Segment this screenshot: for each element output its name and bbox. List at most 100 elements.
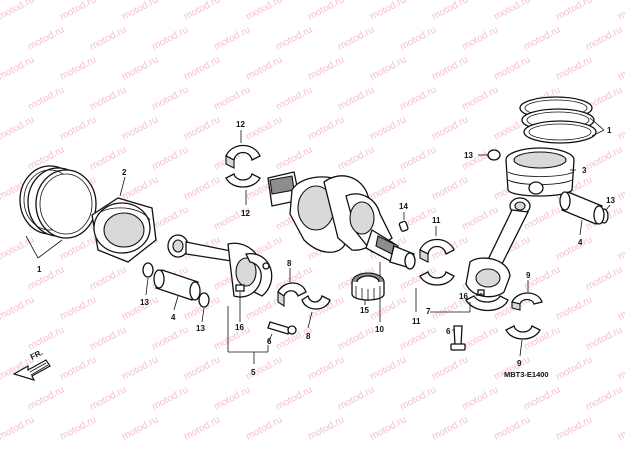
- callout-11-top: 11: [432, 216, 441, 225]
- snap-ring-left-b: [198, 292, 210, 308]
- diagram-code: MBT3-E1400: [504, 370, 549, 379]
- piston-left: [91, 197, 157, 263]
- callout-1-right: 1: [607, 126, 612, 135]
- watermark-text: motod.ru: [398, 144, 438, 172]
- callout-16-right: 16: [459, 292, 468, 301]
- watermark-text: motod.ru: [120, 114, 160, 142]
- watermark-text: motod.ru: [336, 144, 376, 172]
- watermark-text: motod.ru: [58, 0, 98, 23]
- callout-13-right: 13: [606, 196, 615, 205]
- watermark-text: motod.ru: [182, 174, 222, 202]
- rod-bearing-9: [505, 292, 543, 340]
- callout-11-bottom: 11: [412, 317, 421, 326]
- watermark-text: motod.ru: [0, 234, 36, 262]
- callout-1-left: 1: [37, 265, 42, 274]
- watermark-text: motod.ru: [274, 84, 314, 112]
- watermark-text: motod.ru: [460, 84, 500, 112]
- watermark-text: motod.ru: [150, 324, 190, 352]
- watermark-text: motod.ru: [368, 174, 408, 202]
- watermark-text: motod.ru: [0, 0, 36, 23]
- watermark-text: motod.ru: [182, 0, 222, 23]
- watermark-text: motod.ru: [120, 54, 160, 82]
- callout-12-top: 12: [236, 120, 245, 129]
- callout-2: 2: [122, 168, 127, 177]
- watermark-text: motod.ru: [336, 24, 376, 52]
- callout-13-right-top: 13: [464, 151, 473, 160]
- watermark-text: motod.ru: [150, 84, 190, 112]
- main-bearing-12: [225, 144, 261, 188]
- watermark-text: motod.ru: [0, 114, 36, 142]
- watermark-text: motod.ru: [554, 414, 594, 442]
- watermark-text: motod.ru: [182, 54, 222, 82]
- watermark-text: motod.ru: [182, 414, 222, 442]
- rod-nut-left: [235, 284, 245, 292]
- watermark-text: motod.ru: [58, 294, 98, 322]
- watermark-text: motod.ru: [584, 264, 624, 292]
- callout-4-right: 4: [578, 238, 583, 247]
- watermark-text: motod.ru: [398, 324, 438, 352]
- watermark-text: motod.ru: [336, 84, 376, 112]
- watermark-text: motod.ru: [368, 414, 408, 442]
- needle-bearing: [351, 272, 385, 301]
- crankshaft: [267, 171, 416, 270]
- piston-pin-left: [153, 269, 201, 301]
- callout-6-left: 6: [267, 337, 272, 346]
- watermark-text: motod.ru: [460, 204, 500, 232]
- watermark-text: motod.ru: [616, 114, 625, 142]
- rod-bolt-right: [450, 325, 466, 351]
- watermark-text: motod.ru: [492, 414, 532, 442]
- watermark-text: motod.ru: [398, 384, 438, 412]
- piston-pin-right: [559, 191, 605, 225]
- callout-4-left: 4: [171, 313, 176, 322]
- watermark-text: motod.ru: [430, 174, 470, 202]
- callout-14: 14: [399, 202, 408, 211]
- watermark-text: motod.ru: [492, 54, 532, 82]
- connecting-rod-left: [167, 234, 273, 298]
- watermark-text: motod.ru: [554, 234, 594, 262]
- watermark-text: motod.ru: [274, 24, 314, 52]
- callout-9-bottom: 9: [517, 359, 522, 368]
- watermark-text: motod.ru: [88, 324, 128, 352]
- watermark-text: motod.ru: [182, 114, 222, 142]
- watermark-text: motod.ru: [150, 24, 190, 52]
- watermark-text: motod.ru: [306, 414, 346, 442]
- watermark-text: motod.ru: [460, 324, 500, 352]
- watermark-text: motod.ru: [616, 354, 625, 382]
- main-bearing-11: [419, 238, 455, 286]
- callout-13-left-b: 13: [196, 324, 205, 333]
- watermark-text: motod.ru: [584, 324, 624, 352]
- piston-rings-right: [519, 96, 597, 144]
- watermark-text: motod.ru: [584, 24, 624, 52]
- watermark-text: motod.ru: [368, 114, 408, 142]
- watermark-text: motod.ru: [616, 54, 625, 82]
- callout-8-top: 8: [287, 259, 292, 268]
- watermark-text: motod.ru: [306, 114, 346, 142]
- front-direction-arrow: [12, 359, 51, 381]
- watermark-text: motod.ru: [430, 114, 470, 142]
- watermark-text: motod.ru: [212, 84, 252, 112]
- watermark-text: motod.ru: [554, 354, 594, 382]
- watermark-text: motod.ru: [150, 384, 190, 412]
- watermark-text: motod.ru: [460, 384, 500, 412]
- woodruff-key: [398, 220, 409, 232]
- snap-ring-right-a: [487, 149, 501, 161]
- watermark-text: motod.ru: [26, 84, 66, 112]
- watermark-text: motod.ru: [368, 54, 408, 82]
- watermark-text: motod.ru: [0, 54, 36, 82]
- watermark-text: motod.ru: [150, 144, 190, 172]
- watermark-text: motod.ru: [492, 0, 532, 23]
- watermark-text: motod.ru: [554, 54, 594, 82]
- watermark-text: motod.ru: [616, 414, 625, 442]
- watermark-text: motod.ru: [368, 0, 408, 23]
- watermark-text: motod.ru: [26, 24, 66, 52]
- watermark-text: motod.ru: [182, 354, 222, 382]
- watermark-text: motod.ru: [616, 234, 625, 262]
- watermark-text: motod.ru: [58, 114, 98, 142]
- watermark-text: motod.ru: [58, 234, 98, 262]
- watermark-text: motod.ru: [244, 54, 284, 82]
- watermark-text: motod.ru: [616, 174, 625, 202]
- watermark-text: motod.ru: [120, 0, 160, 23]
- watermark-text: motod.ru: [616, 0, 625, 23]
